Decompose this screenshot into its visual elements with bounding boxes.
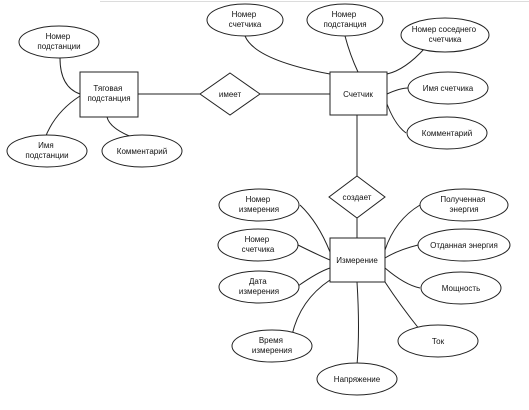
attr-measurement-number-label: Номер измерения: [239, 195, 279, 214]
attr-meter-number-line-2: счетчика: [229, 20, 262, 29]
attr-substation-comment[interactable]: Комментарий: [101, 134, 183, 168]
attr-meter-name-label: Имя счетчика: [423, 84, 474, 93]
attr-measurement-meter-number-line-2: счетчика: [242, 245, 275, 254]
entity-substation-line-2: подстанция: [87, 94, 130, 103]
attr-energy-received-line-1: Полученная: [440, 195, 485, 204]
attr-neighbor-meter-number-line-1: Номер соседнего: [412, 25, 477, 34]
connections: [44, 35, 426, 366]
edge-power: [384, 267, 421, 289]
attr-substation-name-line-2: подстанции: [25, 151, 68, 160]
attr-neighbor-meter-number[interactable]: Номер соседнего счетчика: [400, 17, 490, 53]
attr-substation-name[interactable]: Имя подстанции: [6, 134, 88, 168]
attr-meter-substation-number-label: Номер подстанция: [323, 10, 366, 29]
edge-substation-number: [59, 57, 81, 95]
relationship-creates-label: создает: [343, 193, 372, 202]
attr-energy-given[interactable]: Отданная энергия: [417, 228, 511, 262]
edge-measurement-time: [291, 279, 331, 336]
attr-voltage-label: Напряжение: [334, 375, 381, 384]
attr-measurement-number-line-1: Номер: [246, 195, 271, 204]
attr-meter-substation-number[interactable]: Номер подстанция: [306, 3, 384, 37]
attr-substation-number-label: Номер подстанции: [37, 32, 80, 51]
relationship-creates[interactable]: создает: [328, 175, 386, 219]
attr-meter-substation-number-line-2: подстанция: [323, 20, 366, 29]
attr-power-label: Мощность: [442, 284, 480, 293]
attr-measurement-meter-number-label: Номер счетчика: [242, 235, 275, 254]
attr-substation-number-line-1: Номер: [46, 32, 71, 41]
edge-neighbor-meter-number: [386, 47, 426, 75]
relationship-has-label: имеет: [219, 90, 242, 99]
entity-measurement[interactable]: Измерение: [329, 237, 386, 283]
attr-measurement-date-line-2: измерения: [239, 287, 279, 296]
edge-measurement-date: [297, 267, 331, 287]
attr-measurement-number[interactable]: Номер измерения: [218, 188, 300, 222]
edge-substation-name: [44, 95, 81, 139]
attr-substation-name-line-1: Имя: [38, 141, 54, 150]
attr-measurement-number-line-2: измерения: [239, 205, 279, 214]
attr-meter-name[interactable]: Имя счетчика: [407, 71, 489, 105]
entity-measurement-label: Измерение: [336, 256, 378, 265]
edge-voltage: [356, 281, 359, 366]
attr-meter-number-line-1: Номер: [232, 10, 257, 19]
attr-measurement-date-line-1: Дата: [249, 277, 267, 286]
attr-measurement-time-line-2: измерения: [252, 346, 292, 355]
attr-measurement-time-line-1: Время: [259, 336, 283, 345]
attr-substation-comment-label: Комментарий: [117, 147, 167, 156]
attr-meter-comment-label: Комментарий: [422, 129, 472, 138]
attr-energy-received[interactable]: Полученная энергия: [419, 188, 509, 222]
edge-measurement-number: [299, 204, 331, 253]
attr-current-label: Ток: [432, 337, 445, 346]
attr-power[interactable]: Мощность: [420, 271, 502, 305]
attr-measurement-date-label: Дата измерения: [239, 277, 279, 296]
attr-measurement-meter-number-line-1: Номер: [245, 235, 270, 244]
edge-meter-comment: [386, 103, 407, 134]
attr-energy-received-label: Полученная энергия: [440, 195, 487, 214]
edge-meter-substation-number: [344, 35, 359, 73]
entity-meter-label: Счетчик: [343, 90, 373, 99]
attr-current[interactable]: Ток: [397, 324, 479, 358]
edge-current: [384, 281, 421, 331]
attr-meter-number-label: Номер счетчика: [229, 10, 262, 29]
attr-neighbor-meter-number-line-2: счетчика: [429, 35, 462, 44]
attr-measurement-time-label: Время измерения: [252, 336, 292, 355]
edge-energy-given: [384, 244, 419, 259]
attr-substation-name-label: Имя подстанции: [25, 141, 68, 160]
edge-measurement-meter-number: [297, 244, 331, 261]
attr-measurement-meter-number[interactable]: Номер счетчика: [217, 228, 299, 262]
attr-meter-comment[interactable]: Комментарий: [406, 116, 488, 150]
attr-substation-number-line-2: подстанции: [37, 42, 80, 51]
edge-energy-received: [384, 204, 421, 251]
attr-neighbor-meter-number-label: Номер соседнего счетчика: [412, 25, 479, 44]
attr-energy-received-line-2: энергия: [449, 205, 478, 214]
entity-substation[interactable]: Тяговая подстанция: [79, 71, 139, 118]
attr-voltage[interactable]: Напряжение: [316, 362, 398, 396]
attr-energy-given-label: Отданная энергия: [430, 241, 498, 250]
entity-meter[interactable]: Счетчик: [329, 71, 388, 116]
edge-meter-name: [386, 87, 409, 95]
attr-meter-number[interactable]: Номер счетчика: [206, 3, 284, 37]
attr-substation-number[interactable]: Номер подстанции: [18, 25, 100, 59]
relationship-has[interactable]: имеет: [199, 72, 261, 116]
entity-substation-label: Тяговая подстанция: [87, 84, 130, 103]
edge-meter-number: [244, 35, 331, 75]
attr-meter-substation-number-line-1: Номер: [332, 10, 357, 19]
entity-substation-line-1: Тяговая: [93, 84, 122, 93]
attr-measurement-date[interactable]: Дата измерения: [218, 270, 300, 304]
attr-measurement-time[interactable]: Время измерения: [231, 329, 313, 363]
